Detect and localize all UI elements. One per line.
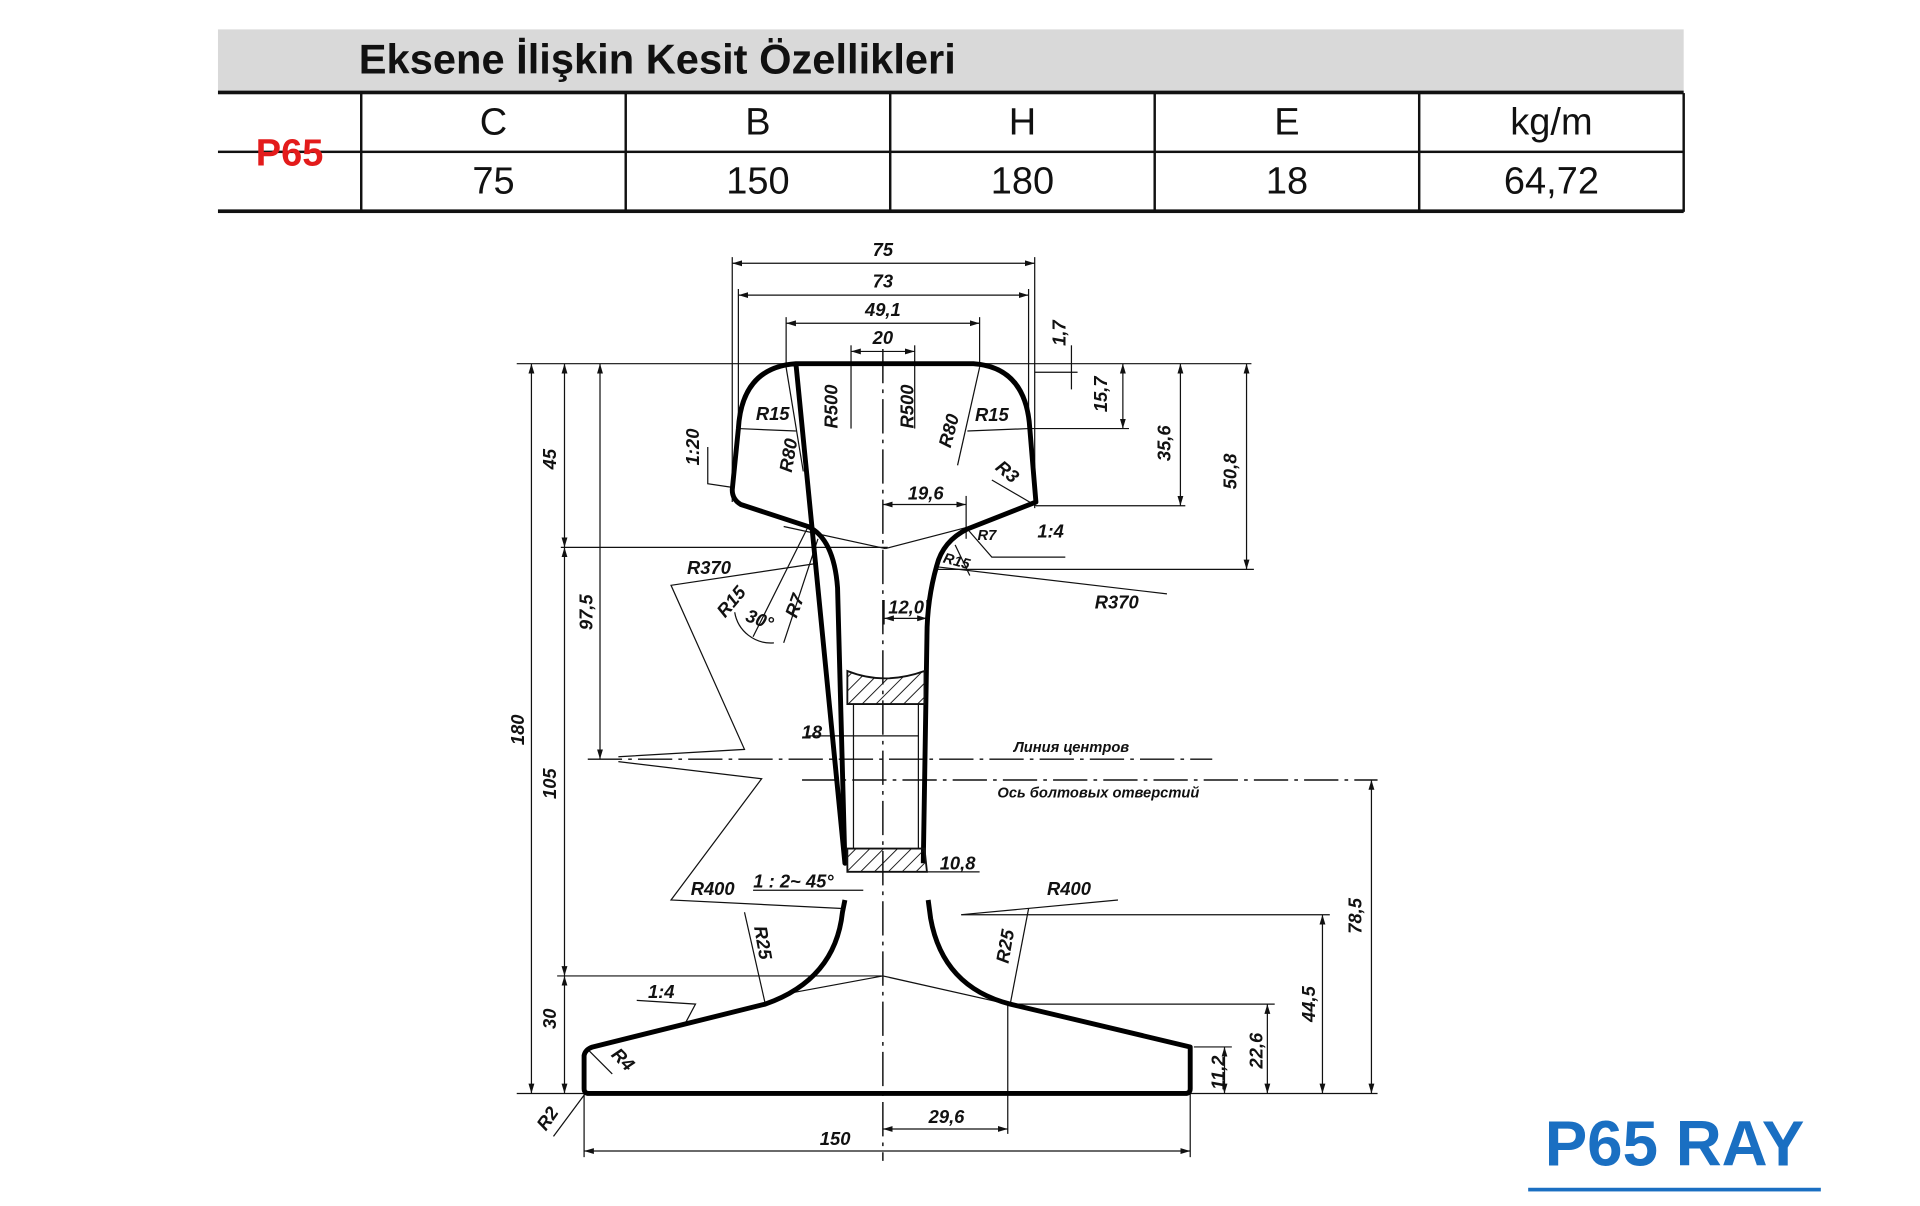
header-kgm: kg/m: [1510, 100, 1593, 144]
divider: [1417, 93, 1421, 212]
table-title: Eksene İlişkin Kesit Özellikleri: [358, 36, 956, 84]
divider: [217, 90, 1684, 95]
value-b: 150: [726, 159, 790, 203]
dim-label: 15,7: [1090, 376, 1111, 413]
dim-label: 11,2: [1207, 1055, 1228, 1090]
radius-label: R500: [896, 384, 917, 429]
dimension-lines: [528, 260, 1375, 1154]
dim-label: 1,7: [1048, 320, 1069, 346]
value-e: 18: [1265, 159, 1309, 203]
slope-label: 1:4: [1037, 521, 1064, 542]
dim-label: 49,1: [864, 299, 901, 320]
rail-profile-outline: [581, 361, 1193, 1096]
radius-label: R7: [780, 590, 808, 620]
dim-label: 97,5: [576, 594, 597, 631]
bolt-hole-hatch-bottom: [846, 847, 928, 873]
header-h: H: [1008, 100, 1037, 144]
radius-label: R400: [1047, 878, 1092, 899]
slope-label: 1:4: [648, 981, 675, 1002]
dim-label: 20: [872, 327, 894, 348]
dim-label: 75: [873, 239, 894, 260]
radius-label: R80: [934, 411, 963, 450]
radius-label: R7: [978, 528, 998, 544]
extension-lines: [516, 257, 1378, 1158]
dim-label: 18: [802, 721, 823, 742]
divider: [1682, 93, 1685, 212]
dim-label: 19,6: [908, 483, 945, 504]
dim-label: 44,5: [1298, 985, 1319, 1023]
leader-lines: [552, 367, 1168, 1137]
center-line-label: Линия центров: [1013, 740, 1130, 756]
radius-label: R400: [691, 878, 736, 899]
product-title: P65 RAY: [1544, 1109, 1805, 1181]
dim-label: 30: [539, 1008, 560, 1029]
divider: [360, 93, 363, 212]
radius-label: R4: [607, 1044, 638, 1075]
radius-label: R15: [975, 404, 1009, 425]
radius-label: R25: [992, 927, 1019, 965]
dim-label: 29,6: [928, 1106, 966, 1127]
table-header: Eksene İlişkin Kesit Özellikleri: [217, 29, 1684, 91]
dim-label: 10,8: [940, 852, 977, 873]
dim-label: 78,5: [1345, 897, 1366, 934]
angle-label: 30°: [743, 605, 777, 634]
chamfer-label: 1 : 2~ 45°: [753, 871, 834, 892]
divider: [217, 209, 1684, 214]
divider: [217, 150, 1684, 154]
header-b: B: [745, 100, 771, 144]
radius-label: R15: [712, 581, 750, 621]
dim-label: 50,8: [1220, 453, 1241, 490]
product-title-underline: [1528, 1187, 1821, 1192]
radius-label: R15: [756, 403, 790, 424]
dim-label: 35,6: [1154, 425, 1175, 462]
value-c: 75: [472, 159, 515, 203]
radius-label: R500: [821, 384, 842, 429]
radius-label: R370: [1095, 592, 1140, 613]
dim-label: 73: [873, 271, 893, 292]
dim-label: 180: [507, 714, 528, 745]
slope-label: 1:20: [682, 428, 703, 466]
dim-label: 12,0: [888, 596, 925, 617]
bolt-axis-label: Ось болтовых отверстий: [997, 785, 1199, 801]
bolt-hole-hatch-top: [846, 669, 926, 706]
dim-label: 105: [539, 768, 560, 799]
dim-label: 22,6: [1245, 1032, 1266, 1070]
radius-label: R80: [775, 436, 802, 474]
dim-label: 45: [539, 448, 560, 470]
radius-label: R25: [750, 924, 777, 962]
divider: [624, 93, 627, 212]
value-kgm: 64,72: [1503, 159, 1599, 203]
divider: [888, 93, 892, 212]
radius-label: R15: [941, 551, 972, 574]
dim-label: 150: [820, 1128, 851, 1149]
radius-label: R370: [687, 557, 732, 578]
rail-type-label: P65: [255, 131, 324, 174]
header-e: E: [1274, 100, 1300, 144]
section-properties-table: Eksene İlişkin Kesit Özellikleri P65 C B…: [217, 29, 1685, 214]
divider: [1153, 93, 1156, 212]
value-h: 180: [990, 159, 1055, 203]
dimension-labels: 75 73 49,1 20 1,7 15,7 35,6 50,8 180 45 …: [507, 239, 1366, 1149]
header-c: C: [479, 100, 508, 144]
